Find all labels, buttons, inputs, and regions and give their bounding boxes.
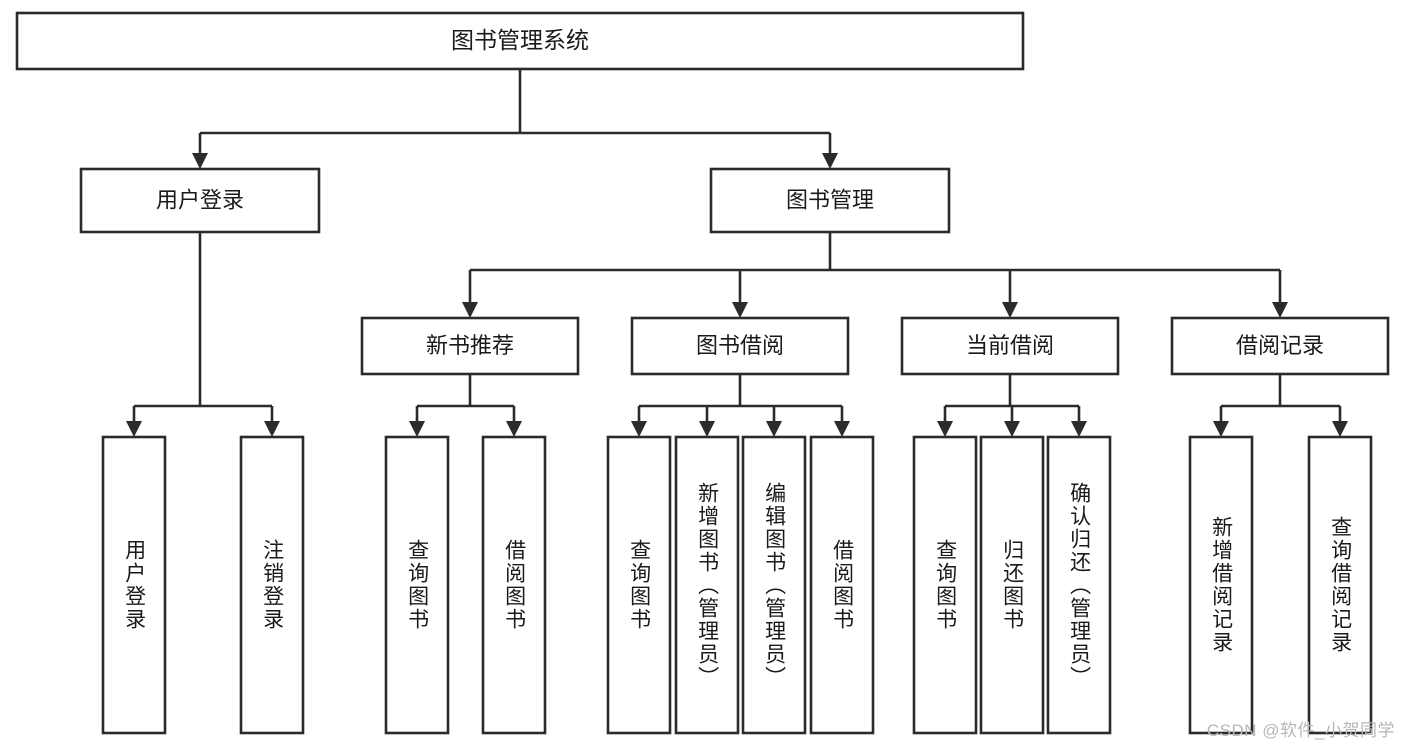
edge-root-to-1-arrowhead	[822, 153, 838, 169]
node-level3-1[interactable]	[630, 316, 850, 376]
node-leaf-9[interactable]	[979, 435, 1045, 735]
node-leaf-5[interactable]	[674, 435, 740, 735]
node-level2-1-label: 图书管理	[786, 187, 874, 212]
node-level2-0[interactable]	[79, 167, 321, 234]
node-leaf-4[interactable]	[606, 435, 672, 735]
edge-leaf-4-arrowhead	[631, 421, 647, 437]
node-level2-0-label: 用户登录	[156, 187, 244, 212]
edge-mgr-to-0-arrowhead	[462, 302, 478, 318]
node-level3-3[interactable]	[1170, 316, 1390, 376]
connector-layer	[126, 69, 1348, 437]
edge-leaf-8-arrowhead	[937, 421, 953, 437]
node-leaf-0[interactable]	[101, 435, 167, 735]
edge-leaf-12-arrowhead	[1332, 421, 1348, 437]
node-leaf-8[interactable]	[912, 435, 978, 735]
edge-leaf-2-arrowhead	[409, 421, 425, 437]
node-level3-0[interactable]	[360, 316, 580, 376]
node-leaf-3[interactable]	[481, 435, 547, 735]
edge-mgr-to-1-arrowhead	[732, 302, 748, 318]
edge-leaf-3-arrowhead	[506, 421, 522, 437]
node-level3-3-label: 借阅记录	[1236, 333, 1324, 358]
node-leaf-12[interactable]	[1307, 435, 1373, 735]
node-level3-0-label: 新书推荐	[426, 333, 514, 358]
node-leaf-10[interactable]	[1046, 435, 1112, 735]
node-leaf-2[interactable]	[384, 435, 450, 735]
node-level3-2-label: 当前借阅	[966, 333, 1054, 358]
node-leaf-7[interactable]	[809, 435, 875, 735]
edge-leaf-10-arrowhead	[1071, 421, 1087, 437]
edge-mgr-to-2-arrowhead	[1002, 302, 1018, 318]
node-leaf-1[interactable]	[239, 435, 305, 735]
edge-leaf-0-arrowhead	[126, 421, 142, 437]
edge-leaf-1-arrowhead	[264, 421, 280, 437]
node-leaf-6[interactable]	[741, 435, 807, 735]
edge-leaf-11-arrowhead	[1213, 421, 1229, 437]
node-level2-1[interactable]	[709, 167, 951, 234]
node-root-label: 图书管理系统	[451, 27, 589, 53]
node-level3-2[interactable]	[900, 316, 1120, 376]
edge-leaf-5-arrowhead	[699, 421, 715, 437]
edge-leaf-6-arrowhead	[766, 421, 782, 437]
node-level3-1-label: 图书借阅	[696, 333, 784, 358]
node-leaf-11[interactable]	[1188, 435, 1254, 735]
edge-leaf-7-arrowhead	[834, 421, 850, 437]
node-box-layer	[15, 11, 1390, 735]
edge-root-to-0-arrowhead	[192, 153, 208, 169]
edge-mgr-to-3-arrowhead	[1272, 302, 1288, 318]
edge-leaf-9-arrowhead	[1004, 421, 1020, 437]
node-root[interactable]	[15, 11, 1025, 71]
